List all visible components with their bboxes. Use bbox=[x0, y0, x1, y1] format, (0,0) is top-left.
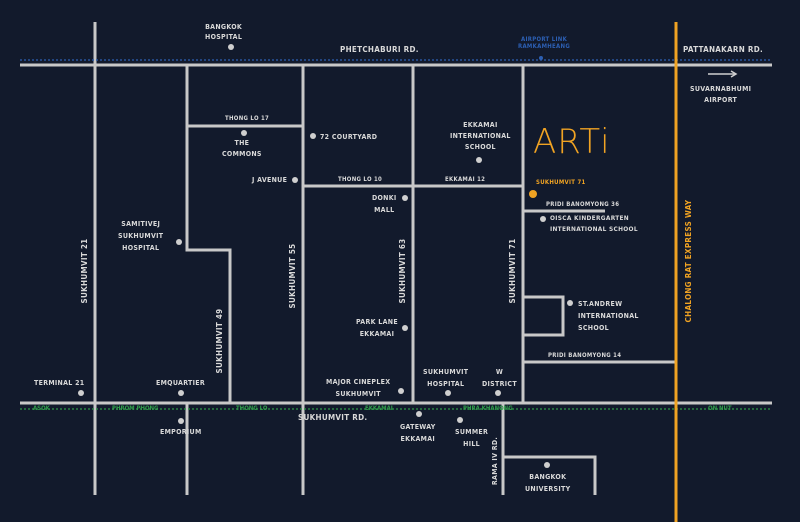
road-label-sukhumvit-49: SUKHUMVIT 49 bbox=[215, 308, 224, 374]
bts-phra-khanong: PHRA KHANONG bbox=[463, 405, 513, 412]
place-marker bbox=[476, 157, 482, 163]
place-marker bbox=[178, 418, 184, 424]
road-label-phetchaburi: PHETCHABURI RD. bbox=[340, 45, 419, 54]
place-marker bbox=[398, 388, 404, 394]
bts-on-nut: ON NUT bbox=[708, 405, 732, 412]
place-marker bbox=[445, 390, 451, 396]
place-terminal-21: TERMINAL 21 bbox=[34, 379, 85, 387]
st-andrew-road bbox=[523, 295, 565, 337]
road-label-thong-lo-17: THONG LO 17 bbox=[225, 115, 270, 122]
sukhumvit-49-road bbox=[185, 65, 232, 403]
project-location-marker bbox=[529, 190, 537, 198]
road-label-rama-iv: RAMA IV RD. bbox=[491, 436, 499, 486]
road-label-pridi-14: PRIDI BANOMYONG 14 bbox=[548, 352, 622, 359]
bts-thong-lo: THONG LO bbox=[236, 405, 268, 412]
bts-ekkamai: EKKAMAI bbox=[365, 405, 393, 412]
bts-asok: ASOK bbox=[33, 405, 50, 412]
place-72-courtyard: 72 COURTYARD bbox=[320, 133, 378, 141]
place-emporium: EMPORIUM bbox=[160, 428, 202, 436]
place-j-avenue: J AVENUE bbox=[252, 176, 288, 184]
road-label-sukhumvit-21: SUKHUMVIT 21 bbox=[80, 238, 89, 304]
place-marker bbox=[228, 44, 234, 50]
place-marker bbox=[402, 195, 408, 201]
road-label-ekkamai-12: EKKAMAI 12 bbox=[445, 176, 486, 183]
place-marker bbox=[178, 390, 184, 396]
place-marker bbox=[544, 462, 550, 468]
place-marker bbox=[540, 216, 546, 222]
place-marker bbox=[416, 411, 422, 417]
place-marker bbox=[402, 325, 408, 331]
place-marker bbox=[567, 300, 573, 306]
place-marker bbox=[292, 177, 298, 183]
university-road bbox=[503, 455, 597, 495]
bts-phrom-phong: PHROM PHONG bbox=[112, 405, 159, 412]
road-label-sukhumvit: SUKHUMVIT RD. bbox=[298, 413, 368, 422]
place-marker bbox=[310, 133, 316, 139]
place-marker bbox=[241, 130, 247, 136]
road-label-express-way: CHALONG RAT EXPRESS WAY bbox=[684, 199, 693, 323]
place-marker bbox=[78, 390, 84, 396]
road-label-sukhumvit-55: SUKHUMVIT 55 bbox=[288, 243, 297, 309]
road-label-thong-lo-10: THONG LO 10 bbox=[338, 176, 383, 183]
road-label-pridi-36: PRIDI BANOMYONG 36 bbox=[546, 201, 620, 208]
place-marker bbox=[176, 239, 182, 245]
road-label-sukhumvit-71: SUKHUMVIT 71 bbox=[508, 238, 517, 304]
project-subtitle: SUKHUMVIT 71 bbox=[536, 179, 586, 186]
ramkamheang-station bbox=[539, 56, 543, 60]
road-label-sukhumvit-63: SUKHUMVIT 63 bbox=[398, 238, 407, 304]
road-label-pattanakarn: PATTANAKARN RD. bbox=[683, 45, 764, 54]
project-logo: ARTi bbox=[533, 122, 611, 162]
place-emquartier: EMQUARTIER bbox=[156, 379, 206, 387]
place-marker bbox=[457, 417, 463, 423]
place-marker bbox=[495, 390, 501, 396]
